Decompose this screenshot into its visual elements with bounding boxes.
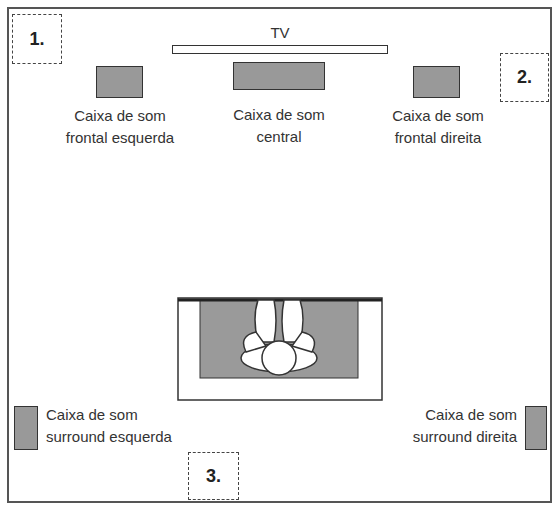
tv-label: TV [250,22,310,44]
sofa-with-viewer [178,298,382,400]
speaker-label: Caixa de som frontal esquerda [54,105,186,149]
speaker-body [233,62,325,90]
room-wall [8,8,551,502]
speaker-body [96,66,143,98]
speaker-label: Caixa de som surround direita [395,404,517,448]
tv-bar [172,45,388,54]
speaker-label: Caixa de som surround esquerda [46,404,188,448]
callout-number: 2. [500,67,549,88]
speaker-label: Caixa de som frontal direita [372,105,504,149]
speaker-body [14,406,38,450]
callout-number: 3. [188,466,239,487]
speaker-label: Caixa de som central [223,104,335,148]
speaker-body [413,66,460,98]
callout-number: 1. [12,29,62,50]
speaker-body [525,406,547,450]
